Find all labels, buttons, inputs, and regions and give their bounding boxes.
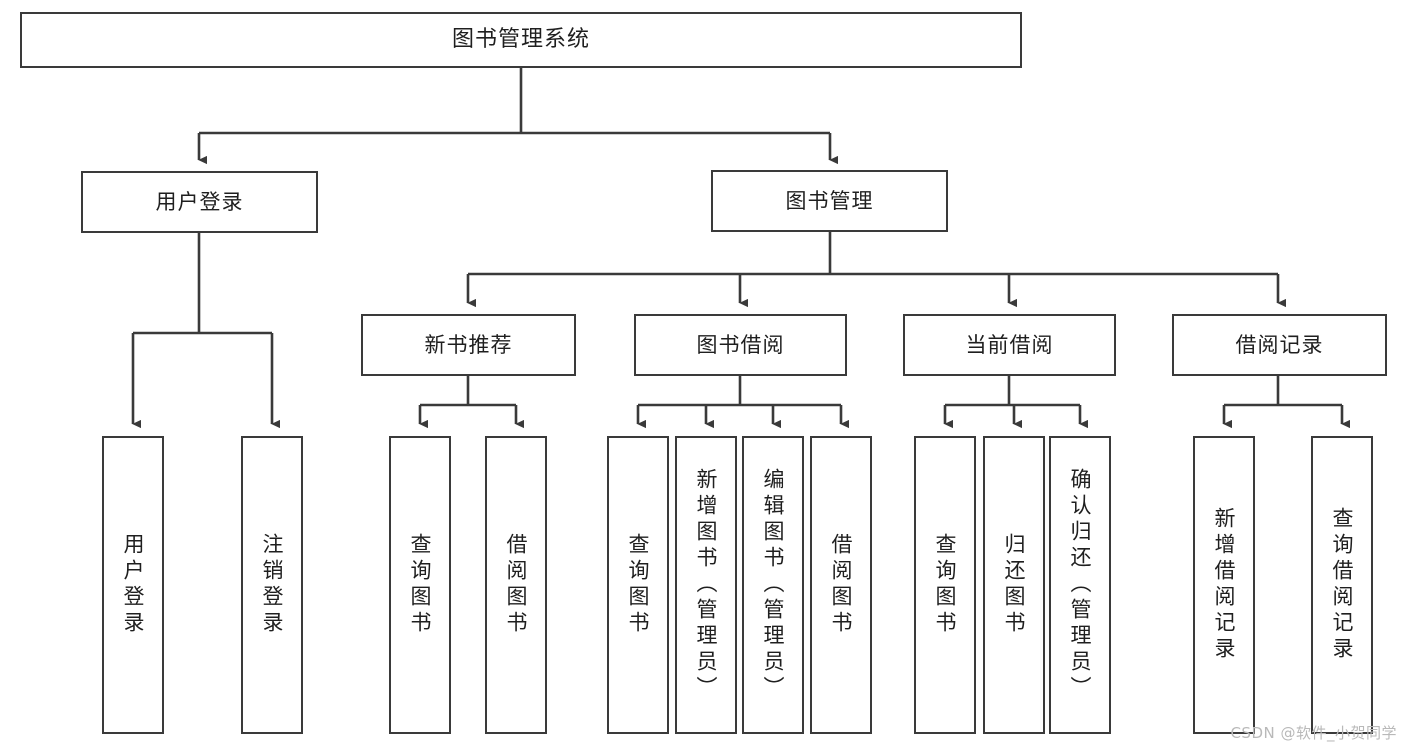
node-root-library-system[interactable]: 图书管理系统 — [20, 12, 1022, 68]
node-label: 借阅图书 — [504, 533, 529, 637]
node-label: 查询图书 — [408, 533, 433, 637]
leaf-edit-book-admin[interactable]: 编辑图书（管理员） — [742, 436, 804, 734]
leaf-query-borrow-record[interactable]: 查询借阅记录 — [1311, 436, 1373, 734]
node-label: 查询借阅记录 — [1330, 507, 1355, 663]
leaf-add-book-admin[interactable]: 新增图书（管理员） — [675, 436, 737, 734]
node-label: 新增图书（管理员） — [694, 468, 719, 702]
node-label: 当前借阅 — [965, 332, 1054, 357]
node-label: 编辑图书（管理员） — [761, 468, 786, 702]
node-label: 借阅图书 — [829, 533, 854, 637]
leaf-new-book-borrow[interactable]: 借阅图书 — [485, 436, 547, 734]
node-new-book-recommendation[interactable]: 新书推荐 — [361, 314, 576, 376]
node-label: 查询图书 — [933, 533, 958, 637]
node-label: 新书推荐 — [424, 332, 513, 357]
node-book-management[interactable]: 图书管理 — [711, 170, 948, 232]
node-label: 归还图书 — [1002, 533, 1027, 637]
node-current-borrowing[interactable]: 当前借阅 — [903, 314, 1116, 376]
leaf-logout[interactable]: 注销登录 — [241, 436, 303, 734]
node-label: 查询图书 — [626, 533, 651, 637]
leaf-borrow-query-book[interactable]: 查询图书 — [607, 436, 669, 734]
leaf-return-book[interactable]: 归还图书 — [983, 436, 1045, 734]
node-label: 借阅记录 — [1235, 332, 1324, 357]
leaf-confirm-return-admin[interactable]: 确认归还（管理员） — [1049, 436, 1111, 734]
leaf-add-borrow-record[interactable]: 新增借阅记录 — [1193, 436, 1255, 734]
node-label: 确认归还（管理员） — [1068, 468, 1093, 702]
node-label: 新增借阅记录 — [1212, 507, 1237, 663]
node-label: 图书借阅 — [696, 332, 785, 357]
node-book-borrowing[interactable]: 图书借阅 — [634, 314, 847, 376]
leaf-borrow-book[interactable]: 借阅图书 — [810, 436, 872, 734]
node-label: 图书管理系统 — [451, 26, 590, 52]
leaf-user-login[interactable]: 用户登录 — [102, 436, 164, 734]
node-label: 用户登录 — [121, 533, 146, 637]
leaf-current-query-book[interactable]: 查询图书 — [914, 436, 976, 734]
node-label: 用户登录 — [155, 189, 244, 214]
node-label: 注销登录 — [260, 533, 285, 637]
node-user-login[interactable]: 用户登录 — [81, 171, 318, 233]
node-label: 图书管理 — [785, 188, 874, 213]
node-borrowing-record[interactable]: 借阅记录 — [1172, 314, 1387, 376]
leaf-new-book-query[interactable]: 查询图书 — [389, 436, 451, 734]
